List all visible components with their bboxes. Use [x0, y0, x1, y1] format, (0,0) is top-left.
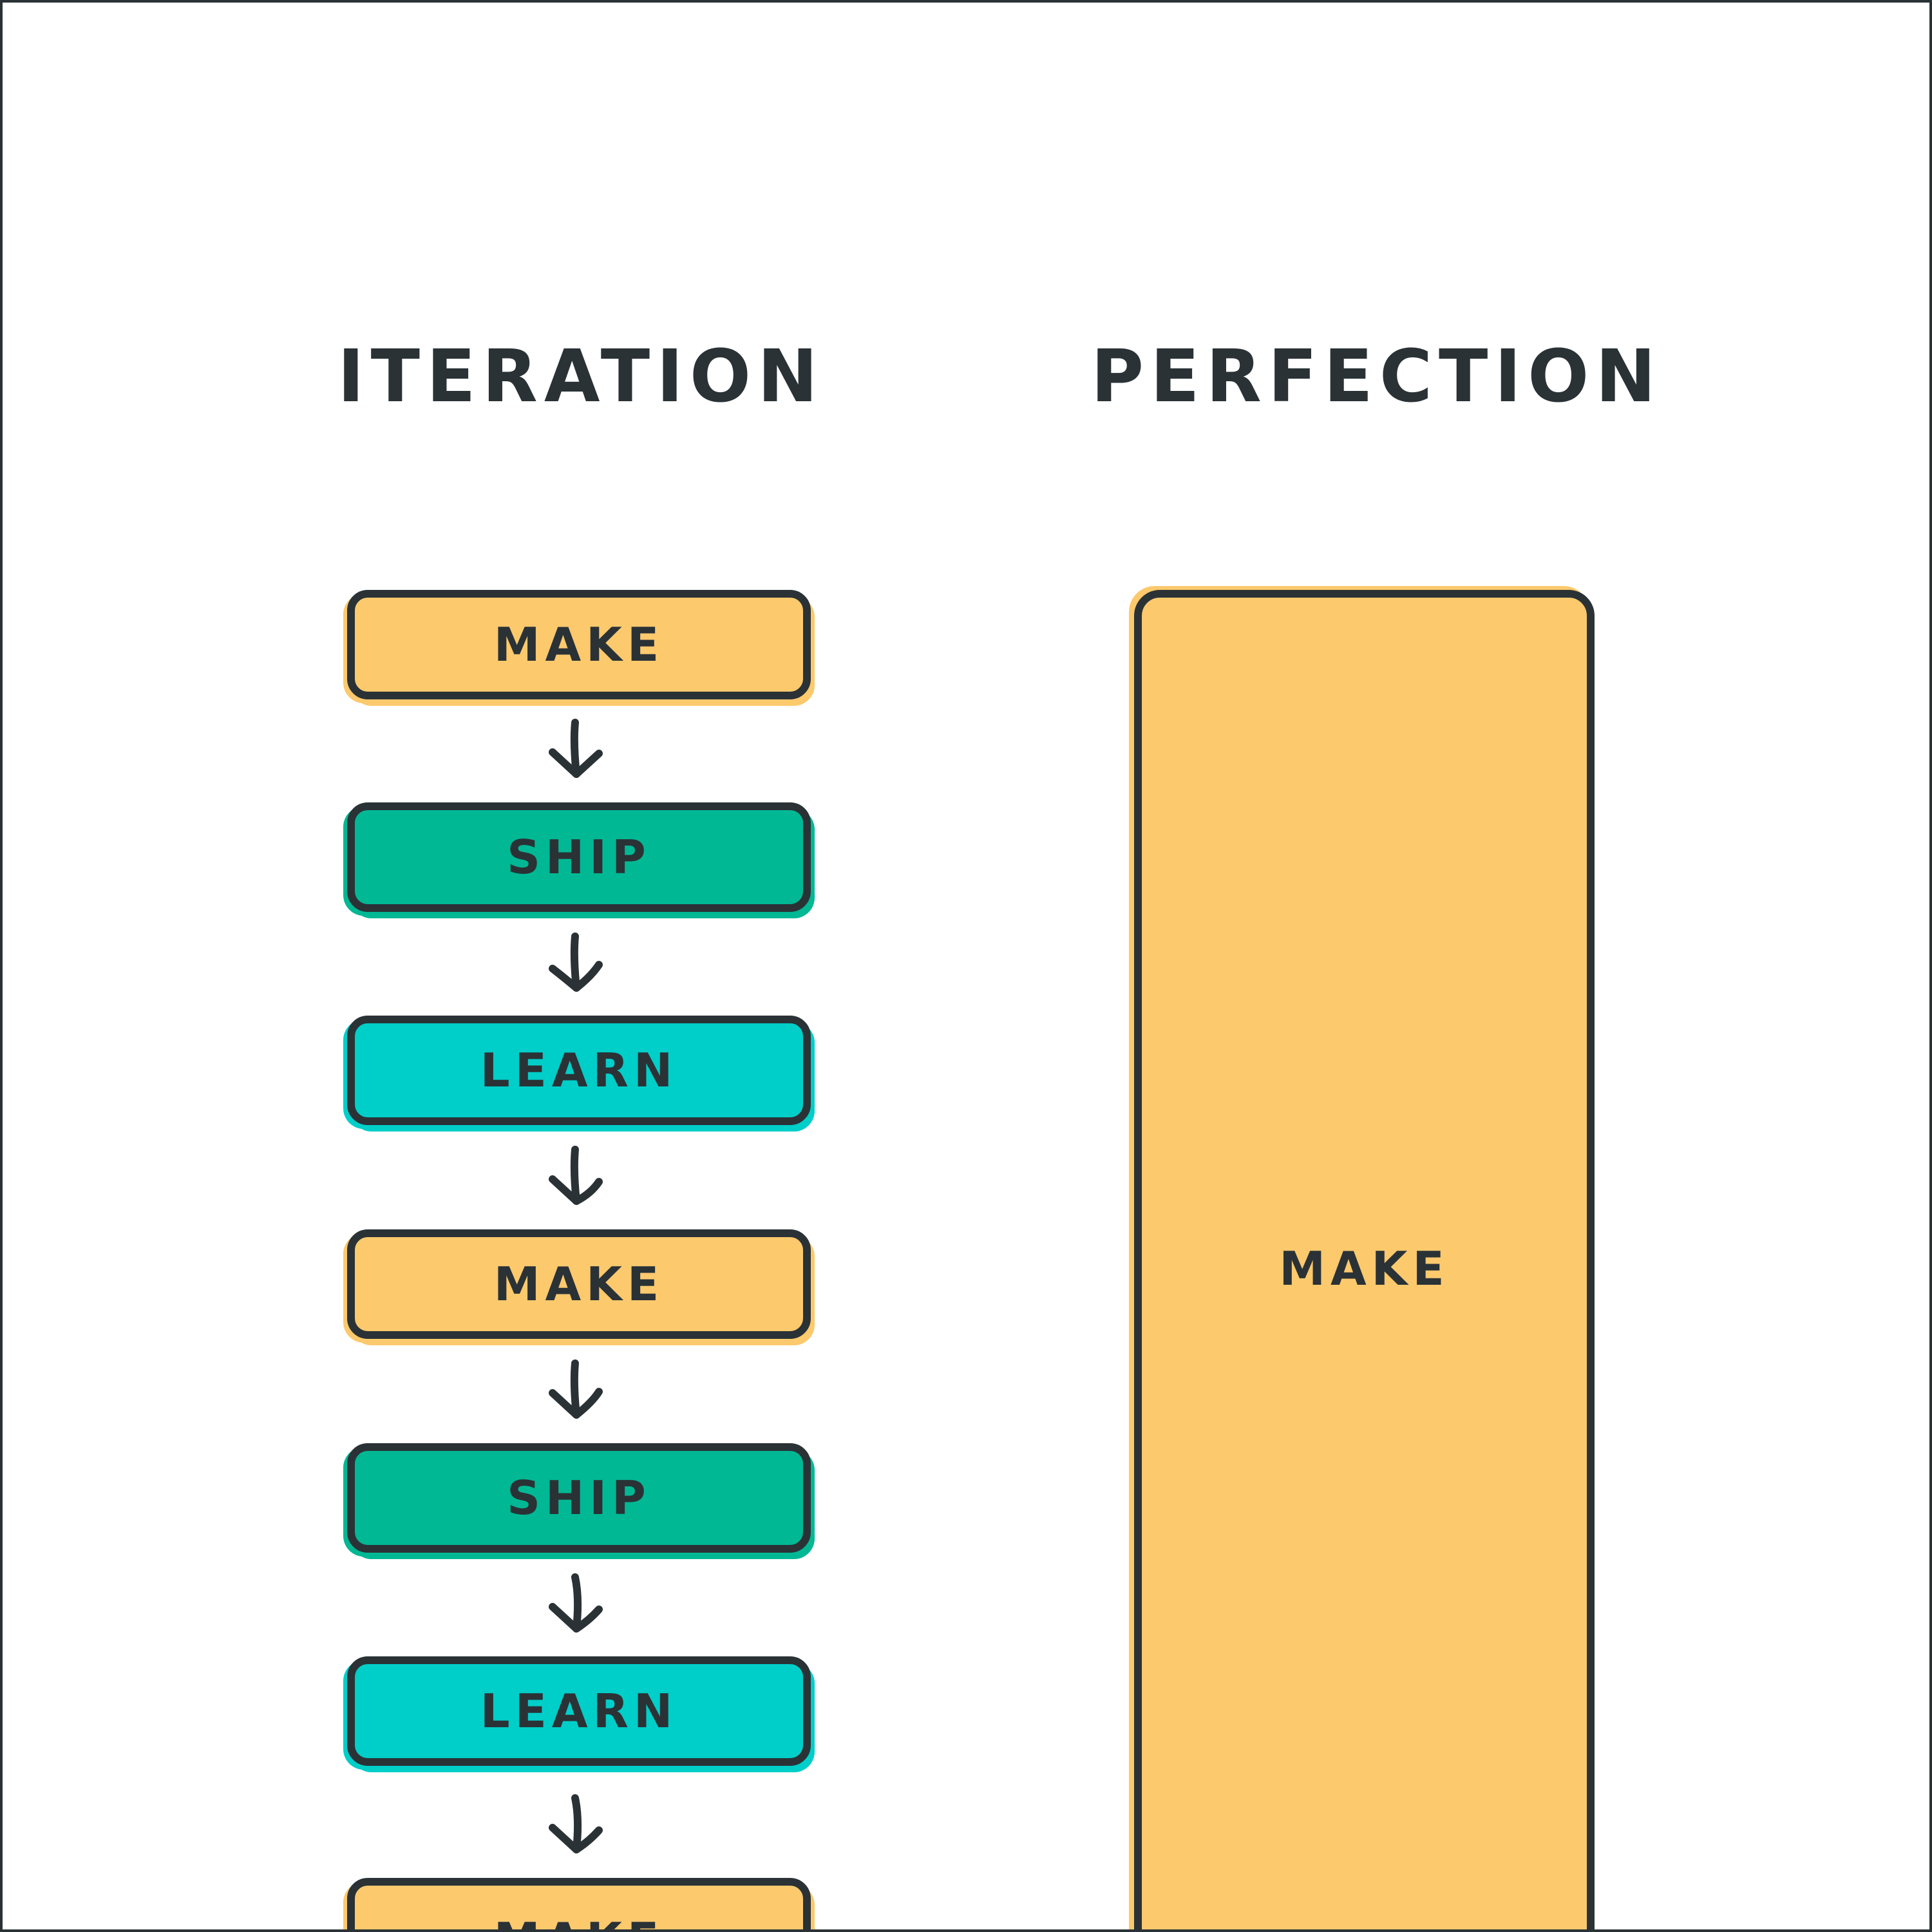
iteration-step-ship: SHIP	[347, 802, 811, 912]
iteration-step-make: MAKE	[347, 1878, 811, 1929]
perfection-make-label: MAKE	[1279, 1242, 1450, 1296]
down-arrow-icon	[549, 1146, 603, 1205]
iteration-step-learn: LEARN	[347, 1016, 811, 1125]
down-arrow-icon	[549, 1794, 603, 1853]
iteration-step-learn: LEARN	[347, 1656, 811, 1766]
down-arrow-icon	[549, 1359, 603, 1419]
perfection-make-block	[1134, 590, 1595, 1929]
down-arrow-icon	[549, 1573, 603, 1633]
perfection-heading: PERFECTION	[1091, 335, 1663, 419]
iteration-step-make: MAKE	[347, 590, 811, 699]
down-arrow-icon	[549, 719, 603, 778]
down-arrow-icon	[549, 933, 603, 992]
iteration-step-ship: SHIP	[347, 1443, 811, 1553]
iteration-heading: ITERATION	[337, 335, 824, 419]
iteration-step-make: MAKE	[347, 1229, 811, 1339]
